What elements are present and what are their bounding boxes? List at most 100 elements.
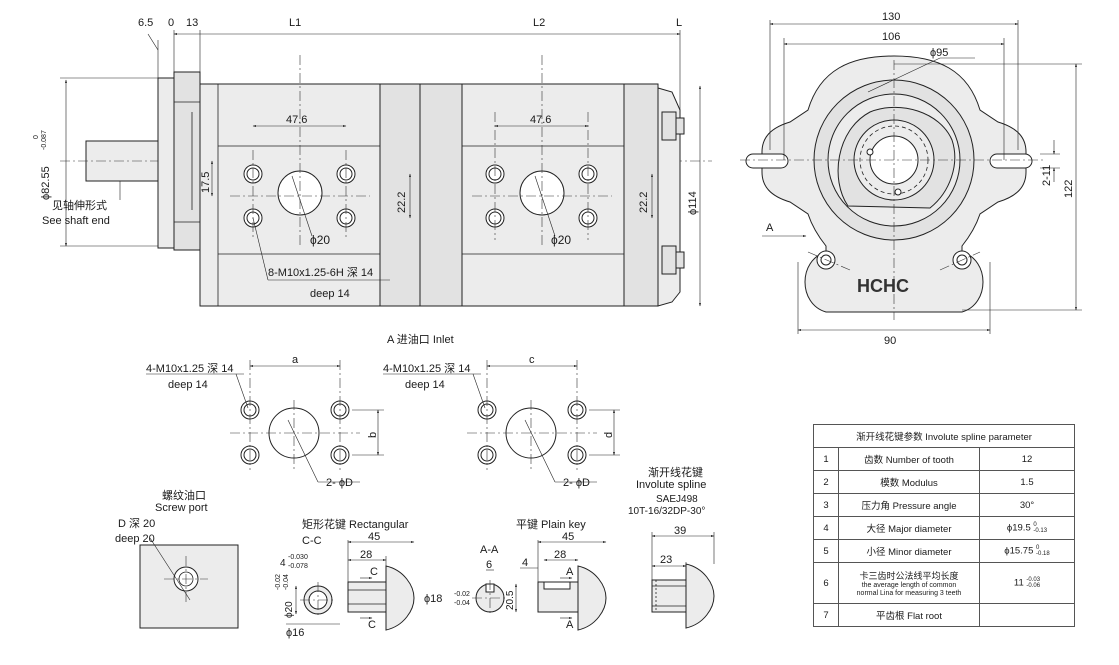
screw-port-note-1: D 深 20 <box>118 517 155 530</box>
end-bolt-top <box>661 111 677 141</box>
plain-key-shaft-view: 平键 Plain key A-A 45 28 4 6 ϕ18 -0.02 -0.… <box>424 517 607 631</box>
row-value: 11 -0.03 -0.06 <box>979 562 1075 604</box>
rect-cut-bot: C <box>368 619 376 631</box>
value-main: 11 <box>1013 577 1024 589</box>
key-cut-bot: A <box>566 619 574 631</box>
value-main: ϕ19.5 <box>1006 522 1031 534</box>
key-tol-top: -0.02 <box>454 591 470 598</box>
port-2-thread-1: 4-M10x1.25 深 14 <box>383 362 470 375</box>
view-label-A: A <box>766 222 774 234</box>
table-row: 7 平齿根 Flat root <box>813 603 1075 627</box>
key-shaft-title: 平键 Plain key <box>516 517 586 531</box>
spline-parameter-table: 渐开线花键参数 Involute spline parameter 1 齿数 N… <box>813 424 1075 627</box>
port-2-bore-label: 2- ϕD <box>563 477 590 489</box>
port-1-bore-label: 2- ϕD <box>326 477 353 489</box>
key-dim-45: 45 <box>562 531 574 543</box>
table-row: 1 齿数 Number of tooth 12 <box>813 447 1075 471</box>
mounting-flange <box>157 77 175 249</box>
side-view: 130 106 ϕ95 2-11 122 90 A HCHC <box>740 11 1082 347</box>
row-name: 卡三齿时公法线平均长度 the average length of common… <box>838 562 980 604</box>
row-no: 4 <box>813 516 839 540</box>
tol-top: -0.03 <box>1026 577 1041 583</box>
dim-shaft-diameter: ϕ82.55 <box>40 166 52 200</box>
port-view-1: 4-M10x1.25 深 14 deep 14 a b 2- ϕD <box>146 354 384 489</box>
rect-dim-28: 28 <box>360 549 372 561</box>
dim-L2: L2 <box>533 17 545 29</box>
dim-phi114: ϕ114 <box>687 191 699 215</box>
rect-dim-45: 45 <box>368 531 380 543</box>
row-value: 1.5 <box>979 470 1075 494</box>
port-1-height-label: b <box>367 432 379 438</box>
dim-13: 13 <box>186 17 198 29</box>
flange-boss <box>173 71 201 251</box>
involute-shaft-view: 渐开线花键 Involute spline SAEJ498 10T-16/32D… <box>628 465 715 629</box>
tol-top: 0 <box>1033 522 1037 528</box>
thread-note-line-2: deep 14 <box>310 288 350 300</box>
front-view: 6.5 0 13 L1 L2 L 47.6 47.6 17.5 22.2 22.… <box>33 17 712 346</box>
dim-2-11: 2-11 <box>1041 165 1053 186</box>
row-value: 12 <box>979 447 1075 471</box>
table-title: 渐开线花键参数 Involute spline parameter <box>813 424 1075 448</box>
name-line-2: the average length of common <box>861 581 957 589</box>
dim-122: 122 <box>1063 180 1075 198</box>
inlet-port-2 <box>472 55 612 245</box>
dim-106: 106 <box>882 31 900 43</box>
shaft-note-cn: 见轴伸形式 <box>52 198 107 212</box>
row-name: 大径 Major diameter <box>838 516 980 540</box>
key-shaft-section: A-A <box>480 544 499 556</box>
involute-std: SAEJ498 <box>656 494 698 505</box>
row-name: 压力角 Pressure angle <box>838 493 980 517</box>
rect-tol-bot: -0.078 <box>288 563 308 570</box>
first-section-plate <box>379 83 421 307</box>
rect-tol-top: -0.030 <box>288 554 308 561</box>
key-dim-20-5: 20.5 <box>505 590 516 610</box>
key-dim-4: 4 <box>522 557 528 569</box>
dim-phi20-second: ϕ20 <box>551 233 571 247</box>
rect-tol-phi20-bot: -0.04 <box>283 574 290 590</box>
row-value: ϕ15.75 0 -0.18 <box>979 539 1075 563</box>
row-no: 1 <box>813 447 839 471</box>
row-no: 6 <box>813 562 839 604</box>
tol-bot: -0.18 <box>1036 551 1050 557</box>
key-tol-bot: -0.04 <box>454 600 470 607</box>
tol-bot: -0.13 <box>1033 528 1048 534</box>
rectangular-shaft-view: 矩形花键 Rectangular C-C 45 28 -0.030 -0.078… <box>275 517 415 639</box>
row-name: 平齿根 Flat root <box>838 603 980 627</box>
name-line-1: 卡三齿时公法线平均长度 <box>859 570 959 581</box>
table-row: 5 小径 Minor diameter ϕ15.75 0 -0.18 <box>813 539 1075 563</box>
dim-phi95: ϕ95 <box>930 47 948 59</box>
rect-shaft-section: C-C <box>302 535 322 547</box>
value-main: ϕ15.75 <box>1004 545 1034 557</box>
screw-port-view: 螺纹油口 Screw port D 深 20 deep 20 <box>115 488 239 629</box>
involute-dim-23: 23 <box>660 554 672 566</box>
port-1-thread-1: 4-M10x1.25 深 14 <box>146 362 233 375</box>
rect-cut-top: C <box>370 566 378 578</box>
dim-shaft-tol-lower: -0.087 <box>41 130 48 150</box>
end-bolt-bottom <box>661 245 677 275</box>
rect-shaft-title: 矩形花键 Rectangular <box>302 517 409 531</box>
row-no: 5 <box>813 539 839 563</box>
dim-phi20-first: ϕ20 <box>310 233 330 247</box>
key-dim-28: 28 <box>554 549 566 561</box>
dim-22-2-second: 22.2 <box>638 192 650 213</box>
tol-bot: -0.06 <box>1026 583 1041 589</box>
row-no: 3 <box>813 493 839 517</box>
rect-tol-phi20-top: -0.02 <box>275 574 282 590</box>
dim-shaft-tol-upper: 0 <box>33 135 40 139</box>
dim-130: 130 <box>882 11 900 23</box>
tol-top: 0 <box>1036 545 1040 551</box>
table-row: 3 压力角 Pressure angle 30° <box>813 493 1075 517</box>
row-no: 2 <box>813 470 839 494</box>
side-slot-left <box>745 153 789 169</box>
dim-47-6-second: 47.6 <box>530 114 551 126</box>
port-1-width-label: a <box>292 354 299 366</box>
row-value: 30° <box>979 493 1075 517</box>
rect-dim-phi20: ϕ20 <box>284 601 295 618</box>
dim-6-5: 6.5 <box>138 17 153 29</box>
side-slot-right <box>989 153 1033 169</box>
key-dim-6: 6 <box>486 559 492 571</box>
dim-0: 0 <box>168 17 174 29</box>
dim-22-2-first: 22.2 <box>396 192 408 213</box>
involute-dim-39: 39 <box>674 525 686 537</box>
